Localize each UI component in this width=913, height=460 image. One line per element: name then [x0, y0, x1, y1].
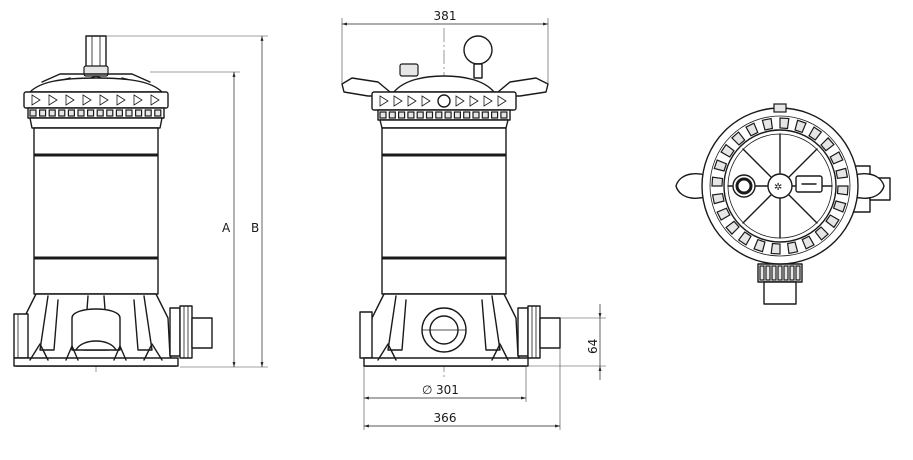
ring-tooth [829, 151, 844, 165]
ring-tooth [135, 109, 143, 117]
ring-arrow [497, 95, 507, 107]
ring-tooth [500, 111, 508, 119]
ring-arrow [48, 94, 58, 106]
ring-tooth [125, 109, 133, 117]
ring-tooth [814, 226, 829, 241]
top-view: ✲ [675, 103, 891, 305]
dimension-base-width: 366 [434, 411, 457, 425]
ring-tooth [794, 119, 807, 134]
ring-tooth [444, 111, 452, 119]
ring-tooth [737, 231, 752, 246]
ring-tooth [825, 214, 840, 229]
dimension-a-label: A [222, 221, 231, 235]
ring-tooth [463, 111, 471, 119]
ring-tooth [416, 111, 424, 119]
ring-tooth [801, 235, 815, 250]
ring-arrow [483, 95, 493, 107]
ring-tooth [58, 109, 66, 117]
dimension-top-width: 381 [434, 9, 457, 23]
ring-arrow [116, 94, 126, 106]
ring-tooth [835, 167, 849, 180]
ring-arrow [393, 95, 403, 107]
ring-arrow [31, 94, 41, 106]
ring-tooth [777, 265, 783, 281]
ring-tooth [106, 109, 114, 117]
ring-tooth [725, 220, 740, 235]
ring-tooth [407, 111, 415, 119]
side-view: A B [13, 35, 268, 372]
ring-arrow [99, 94, 109, 106]
ring-tooth [761, 117, 774, 131]
ring-arrow [82, 94, 92, 106]
ring-arrow [455, 95, 465, 107]
dimension-b-label: B [251, 221, 259, 235]
ring-tooth [435, 111, 443, 119]
dimension-diameter: 301 [436, 383, 459, 397]
ring-tooth [770, 242, 781, 255]
ring-tooth [453, 111, 461, 119]
ring-tooth [753, 238, 766, 253]
ring-tooth [720, 143, 735, 158]
diameter-symbol: ∅ [422, 383, 432, 397]
ring-tooth [731, 131, 746, 146]
ring-tooth [836, 185, 849, 196]
ring-arrow [469, 95, 479, 107]
ring-arrow [133, 94, 143, 106]
ring-tooth [759, 265, 765, 281]
ring-tooth [388, 111, 396, 119]
ring-tooth [716, 207, 731, 221]
ring-tooth [771, 265, 777, 281]
ring-tooth [67, 109, 76, 117]
ring-tooth [711, 192, 725, 205]
ring-tooth [144, 109, 152, 117]
ring-tooth [425, 111, 434, 119]
ring-tooth [491, 111, 499, 119]
ring-tooth [86, 109, 95, 117]
ring-tooth [808, 126, 823, 141]
ring-tooth [795, 265, 801, 281]
ring-tooth [745, 122, 759, 137]
ring-tooth [379, 111, 387, 119]
ring-tooth [48, 109, 56, 117]
dimension-inlet-height: 64 [586, 339, 600, 354]
ring-arrow [65, 94, 75, 106]
ring-tooth [481, 111, 489, 119]
ring-tooth [779, 117, 790, 130]
ring-tooth [765, 265, 771, 281]
ring-tooth [472, 111, 480, 119]
ring-arrow [379, 95, 389, 107]
ring-tooth [820, 137, 835, 152]
ring-tooth [96, 109, 104, 117]
ring-tooth [783, 265, 789, 281]
ring-tooth [29, 109, 37, 117]
ring-tooth [77, 109, 85, 117]
ring-tooth [115, 109, 124, 117]
ring-tooth [711, 176, 724, 187]
ring-tooth [713, 159, 728, 172]
ring-tooth [38, 109, 47, 117]
ring-tooth [154, 109, 162, 117]
front-view: 381 ∅ 301 366 64 [341, 9, 606, 430]
ring-arrow [150, 94, 160, 106]
ring-tooth [832, 200, 847, 213]
ring-tooth [786, 241, 799, 255]
ring-arrow [421, 95, 431, 107]
ring-tooth [398, 111, 406, 119]
ring-arrow [407, 95, 417, 107]
ring-tooth [789, 265, 795, 281]
center-icon: ✲ [774, 182, 782, 193]
